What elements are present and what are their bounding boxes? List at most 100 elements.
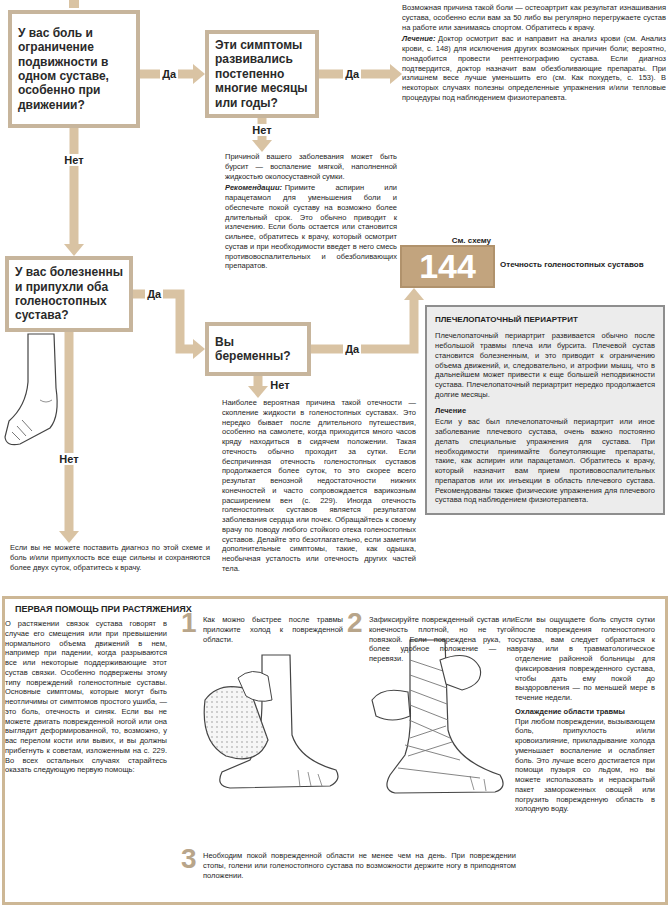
arrow-head bbox=[64, 244, 84, 256]
edge-label: Да bbox=[343, 68, 361, 80]
text-paragraph: У вас боль и ограничение подвижности в о… bbox=[18, 26, 130, 112]
flow-arrow bbox=[133, 294, 205, 359]
text: Лечение bbox=[435, 406, 466, 415]
sidebar-box: ПЛЕЧЕЛОПАТОЧНЫЙ ПЕРИАРТРИТ Плечелопаточны… bbox=[425, 305, 665, 515]
text: При любом повреждении, вызывающем боль, … bbox=[515, 717, 655, 814]
text-paragraph: Рекомендации:Примите аспирин или парацет… bbox=[225, 183, 397, 271]
text-paragraph: Если вы ощущаете боль спустя сутки после… bbox=[515, 615, 655, 703]
step-number: 3 bbox=[181, 845, 197, 873]
text: Лечение: bbox=[402, 34, 435, 43]
text-paragraph: Вы беременны? bbox=[215, 335, 301, 364]
flow-arrow bbox=[64, 128, 84, 256]
arrow-shaft bbox=[70, 128, 79, 244]
text-paragraph: У вас болезненны и припухли оба голеност… bbox=[15, 265, 123, 323]
text-paragraph: Эти симптомы развивались постепенно мног… bbox=[215, 38, 309, 110]
step-text: 2Зафиксируйте поврежденный сустав или ко… bbox=[347, 615, 515, 664]
text: О растяжении связок сустава говорят в сл… bbox=[5, 619, 167, 774]
step-number: 1 bbox=[181, 609, 197, 637]
text-paragraph: Если вы не можете поставить диагноз по э… bbox=[10, 543, 210, 572]
result-text: Наиболее вероятная причина такой отечнос… bbox=[222, 398, 416, 576]
text: Возможная причина такой боли — остеоартр… bbox=[402, 3, 666, 32]
edge-label: Да bbox=[343, 343, 361, 355]
text: Примите аспирин или парацетамол для умен… bbox=[225, 183, 397, 270]
edge-label: Нет bbox=[268, 379, 291, 391]
panel-column: О растяжении связок сустава говорят в сл… bbox=[5, 619, 167, 777]
reference-title: Отечность голеностопных суставов bbox=[500, 260, 665, 269]
text-paragraph: Как можно быстрее после травмы приложите… bbox=[203, 615, 343, 644]
result-text: Возможная причина такой боли — остеоартр… bbox=[402, 3, 666, 105]
panel-column: Если вы ощущаете боль спустя сутки после… bbox=[515, 615, 655, 816]
arrow-head bbox=[59, 531, 79, 543]
flow-arrow bbox=[311, 288, 424, 349]
step-number: 2 bbox=[347, 609, 363, 637]
arrow-shaft bbox=[254, 376, 263, 386]
text: Если у вас был плечелопаточный периартри… bbox=[435, 417, 655, 504]
text: 2 bbox=[347, 607, 363, 638]
text: Эти симптомы развивались постепенно мног… bbox=[215, 38, 308, 110]
edge-label: Нет bbox=[62, 154, 85, 166]
text: Доктор осмотрит вас и направит на анализ… bbox=[402, 34, 666, 102]
text: 1 bbox=[181, 607, 197, 638]
flow-arrow bbox=[59, 332, 79, 543]
text-paragraph: Если у вас был плечелопаточный периартри… bbox=[435, 417, 655, 505]
text: Если вы ощущаете боль спустя сутки после… bbox=[515, 615, 655, 702]
decision-box: Эти симптомы развивались постепенно мног… bbox=[205, 30, 319, 118]
arrow-shaft bbox=[311, 300, 414, 349]
column-heading: Охлаждение области травмы bbox=[515, 707, 655, 717]
text-paragraph: Зафиксируйте поврежденный сустав или кон… bbox=[369, 615, 515, 664]
text-paragraph: Возможная причина такой боли — остеоартр… bbox=[402, 3, 666, 32]
text: У вас болезненны и припухли оба голеност… bbox=[15, 265, 123, 322]
text: ПЛЕЧЕЛОПАТОЧНЫЙ ПЕРИАРТРИТ bbox=[435, 315, 578, 324]
text: См. схему bbox=[452, 236, 491, 245]
text: Плечелопаточный периартрит развивается о… bbox=[435, 331, 655, 399]
decision-box: Вы беременны? bbox=[205, 322, 311, 376]
text: Наиболее вероятная причина такой отечнос… bbox=[222, 398, 416, 573]
flow-stub bbox=[69, 0, 79, 8]
panel-title: ПЕРВАЯ ПОМОЩЬ ПРИ РАСТЯЖЕНИЯХ bbox=[15, 604, 655, 614]
flow-arrow bbox=[319, 64, 402, 84]
arrow-head bbox=[248, 386, 268, 398]
arrow-shaft bbox=[65, 332, 74, 531]
text: ПЕРВАЯ ПОМОЩЬ ПРИ РАСТЯЖЕНИЯХ bbox=[15, 604, 192, 614]
text: Вы беременны? bbox=[215, 335, 291, 363]
flow-arrow bbox=[140, 64, 205, 84]
arrow-head bbox=[193, 64, 205, 84]
decision-box: У вас боль и ограничение подвижности в о… bbox=[8, 10, 140, 128]
chart-number: 144 bbox=[419, 247, 476, 286]
edge-label: Нет bbox=[250, 124, 273, 136]
text: Причиной вашего заболевания может быть б… bbox=[225, 152, 397, 181]
text-paragraph: Лечение:Доктор осмотрит вас и направит н… bbox=[402, 34, 666, 102]
sidebar-heading: Лечение bbox=[435, 406, 655, 416]
text-paragraph: Необходим покой поврежденной области не … bbox=[203, 851, 516, 880]
text: Охлаждение области травмы bbox=[515, 707, 625, 716]
ice-pack-foot bbox=[204, 655, 338, 788]
sidebar-title: ПЛЕЧЕЛОПАТОЧНЫЙ ПЕРИАРТРИТ bbox=[435, 315, 655, 325]
arrow-head bbox=[252, 140, 272, 152]
flow-arrow bbox=[248, 376, 268, 398]
text: Зафиксируйте поврежденный сустав или кон… bbox=[369, 615, 515, 663]
text-paragraph: О растяжении связок сустава говорят в сл… bbox=[5, 619, 167, 775]
first-aid-panel: ПЕРВАЯ ПОМОЩЬ ПРИ РАСТЯЖЕНИЯХ О растяжени… bbox=[2, 596, 668, 905]
chart-reference-box: См. схему144Отечность голеностопных суст… bbox=[400, 245, 495, 288]
text: У вас боль и ограничение подвижности в о… bbox=[18, 26, 109, 112]
text: 144 bbox=[419, 247, 476, 285]
edge-label: Нет bbox=[57, 453, 80, 465]
text-paragraph: Наиболее вероятная причина такой отечнос… bbox=[222, 398, 416, 574]
text: Рекомендации: bbox=[225, 183, 282, 192]
text: Необходим покой поврежденной области не … bbox=[203, 851, 516, 880]
step-text: 1Как можно быстрее после травмы приложит… bbox=[181, 615, 343, 644]
decision-box: У вас болезненны и припухли оба голеност… bbox=[5, 256, 133, 332]
text: Как можно быстрее после травмы приложите… bbox=[203, 615, 343, 644]
text: 3 bbox=[181, 843, 197, 874]
reference-caption: См. схему bbox=[452, 236, 491, 245]
step-text: 3Необходим покой поврежденной области не… bbox=[181, 851, 516, 880]
edge-label: Да bbox=[160, 68, 178, 80]
arrow-head bbox=[390, 64, 402, 84]
arrow-head bbox=[193, 339, 205, 359]
arrow-head bbox=[404, 288, 424, 300]
text-paragraph: Причиной вашего заболевания может быть б… bbox=[225, 152, 397, 181]
text-paragraph: Плечелопаточный периартрит развивается о… bbox=[435, 331, 655, 399]
text: Отечность голеностопных суставов bbox=[500, 260, 644, 269]
text-paragraph: При любом повреждении, вызывающем боль, … bbox=[515, 717, 655, 815]
